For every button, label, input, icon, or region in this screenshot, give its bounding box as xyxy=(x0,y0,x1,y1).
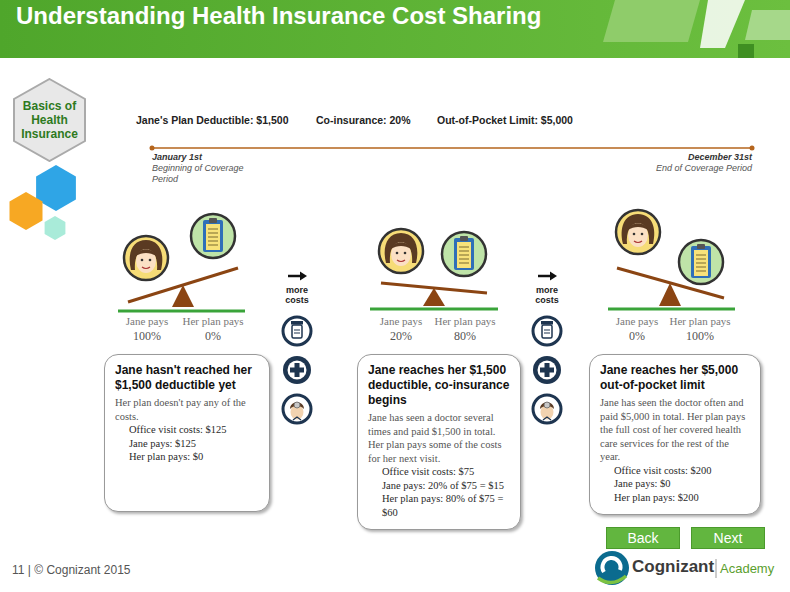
scale-label: Her plan pays xyxy=(665,315,735,328)
page-title: Understanding Health Insurance Cost Shar… xyxy=(16,2,556,29)
jane-face xyxy=(124,236,168,280)
scale-base xyxy=(118,310,245,313)
scale-label: Her plan pays xyxy=(178,315,248,328)
hexagon-outline xyxy=(14,79,85,161)
jane-face xyxy=(616,210,660,254)
scale-fulcrum xyxy=(423,288,445,306)
doctor-icon xyxy=(533,395,561,423)
more-arrow xyxy=(288,272,307,281)
cost-line: Office visit costs: $75 xyxy=(368,465,510,479)
plan-clipboard xyxy=(191,214,235,258)
stage-callout: Jane reaches her $5,000 out-of-pocket li… xyxy=(589,354,761,515)
cost-line: Her plan pays: 80% of $75 = $60 xyxy=(368,492,510,519)
hospital-icon xyxy=(283,356,311,384)
plan-term: Jane's Plan Deductible: $1,500 xyxy=(136,114,316,127)
header-tile xyxy=(738,44,754,58)
scale-label: Jane pays xyxy=(602,315,672,328)
header-tile xyxy=(745,10,790,40)
scale-percent: 0% xyxy=(602,329,672,343)
cost-line: Office visit costs: $200 xyxy=(600,464,750,478)
plan-term: Co-insurance: 20% xyxy=(316,114,434,127)
box-body: Jane has seen the doctor often and paid … xyxy=(600,396,750,464)
cost-line: Jane pays: 20% of $75 = $15 xyxy=(368,479,510,493)
scale-percent: 100% xyxy=(112,329,182,343)
stage-callout: Jane reaches her $1,500 deductible, co-i… xyxy=(357,354,521,530)
brand-logo xyxy=(598,576,626,583)
period-note: Beginning of Coverage Period xyxy=(152,163,252,185)
plan-term: Out-of-Pocket Limit: $5,000 xyxy=(437,114,637,127)
scale-label: Jane pays xyxy=(366,315,436,328)
deco-hexagon xyxy=(45,216,66,240)
rx-icon xyxy=(533,317,561,345)
arrow-label: more costs xyxy=(530,285,564,305)
more-arrow xyxy=(538,272,557,281)
brand-divider xyxy=(716,559,717,578)
timeline-end xyxy=(150,146,155,151)
header-band xyxy=(0,0,790,58)
timeline-end xyxy=(750,146,755,151)
box-body: Jane has seen a doctor several times and… xyxy=(368,411,510,465)
deco-hexagon xyxy=(10,192,43,230)
scale-base xyxy=(370,308,498,311)
box-heading: Jane reaches her $1,500 deductible, co-i… xyxy=(368,363,510,408)
cost-line: Jane pays: $0 xyxy=(600,477,750,491)
scale-percent: 20% xyxy=(366,329,436,343)
brand-logo xyxy=(595,551,629,585)
box-heading: Jane reaches her $5,000 out-of-pocket li… xyxy=(600,363,750,393)
hospital-icon xyxy=(533,356,561,384)
period-date: January 1st xyxy=(152,152,262,163)
doctor-icon xyxy=(283,395,311,423)
brand-name: Cognizant xyxy=(632,557,716,577)
period-note: End of Coverage Period xyxy=(612,163,752,174)
rx-icon xyxy=(283,317,311,345)
scale-percent: 80% xyxy=(430,329,500,343)
cost-line: Her plan pays: $0 xyxy=(115,450,259,464)
plan-clipboard xyxy=(442,232,486,276)
nav-button: Next xyxy=(691,527,765,549)
timeline xyxy=(152,147,752,149)
scale-percent: 100% xyxy=(665,329,735,343)
nav-button: Back xyxy=(606,527,680,549)
page-footer: 11 | © Cognizant 2015 xyxy=(12,563,212,577)
scale-label: Her plan pays xyxy=(430,315,500,328)
box-heading: Jane hasn't reached her $1,500 deductibl… xyxy=(115,363,259,393)
scale-beam xyxy=(381,283,487,293)
arrow-label: more costs xyxy=(280,285,314,305)
header-tile xyxy=(603,0,700,42)
plan-clipboard xyxy=(679,240,723,284)
scale-label: Jane pays xyxy=(112,315,182,328)
box-body: Her plan doesn't pay any of the costs. xyxy=(115,396,259,423)
hex-text: Basics of Health Insurance xyxy=(19,99,81,141)
jane-face xyxy=(379,229,423,273)
brand-unit: Academy xyxy=(720,561,786,577)
button-label: Back xyxy=(627,529,658,547)
button-label: Next xyxy=(714,529,743,547)
header-tile xyxy=(700,0,745,48)
scale-percent: 0% xyxy=(178,329,248,343)
cost-line: Jane pays: $125 xyxy=(115,437,259,451)
cost-line: Office visit costs: $125 xyxy=(115,423,259,437)
period-date: December 31st xyxy=(642,152,752,163)
stage-callout: Jane hasn't reached her $1,500 deductibl… xyxy=(104,354,270,512)
scale-base xyxy=(608,308,735,311)
brand-logo xyxy=(603,558,621,572)
cost-line: Her plan pays: $200 xyxy=(600,491,750,505)
topic-hexagon: Basics of Health Insurance xyxy=(13,78,86,162)
